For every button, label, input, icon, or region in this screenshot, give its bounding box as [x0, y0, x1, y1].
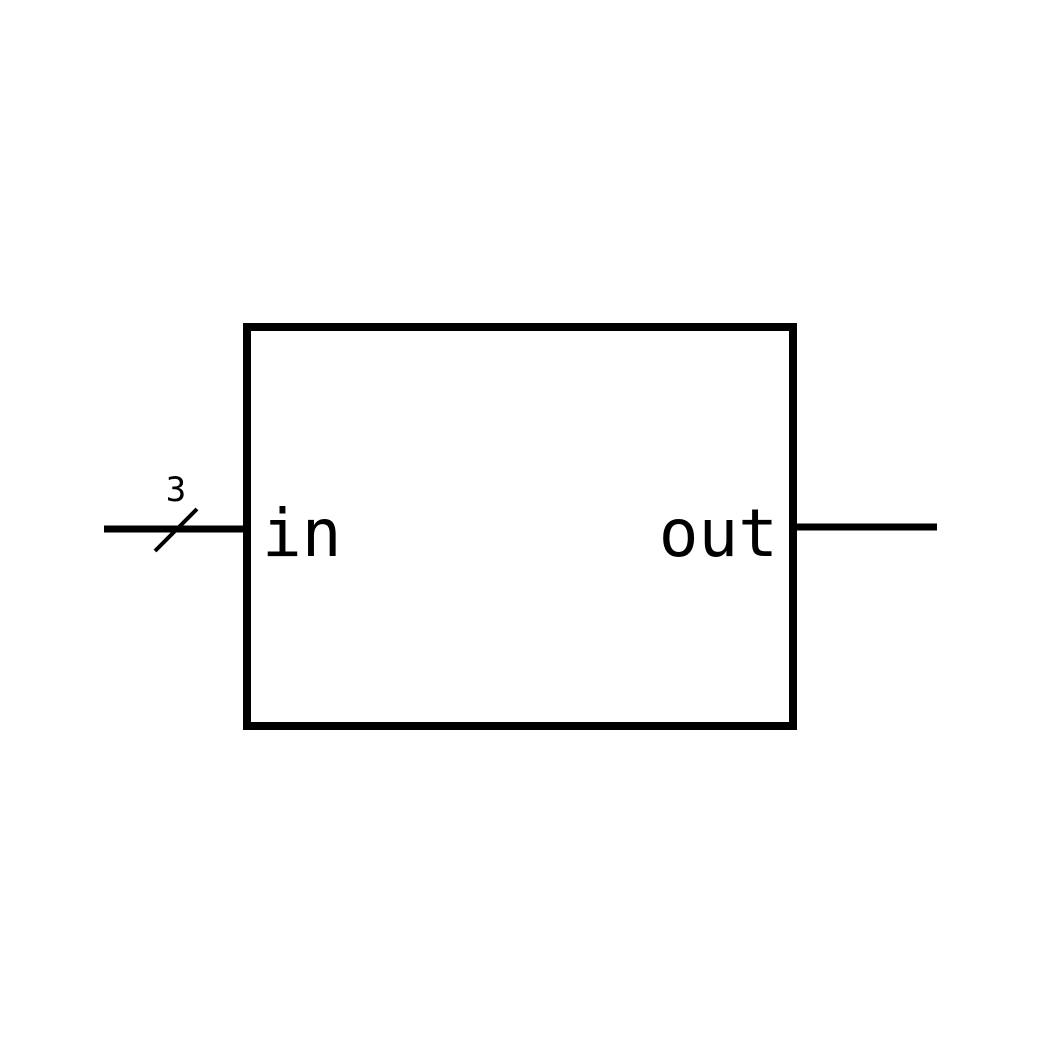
- bus-width-label: 3: [166, 470, 186, 510]
- module-block: [243, 323, 797, 730]
- input-port-label: in: [262, 495, 341, 572]
- bus-width-slash: [153, 507, 199, 553]
- output-port-label: out: [659, 495, 778, 572]
